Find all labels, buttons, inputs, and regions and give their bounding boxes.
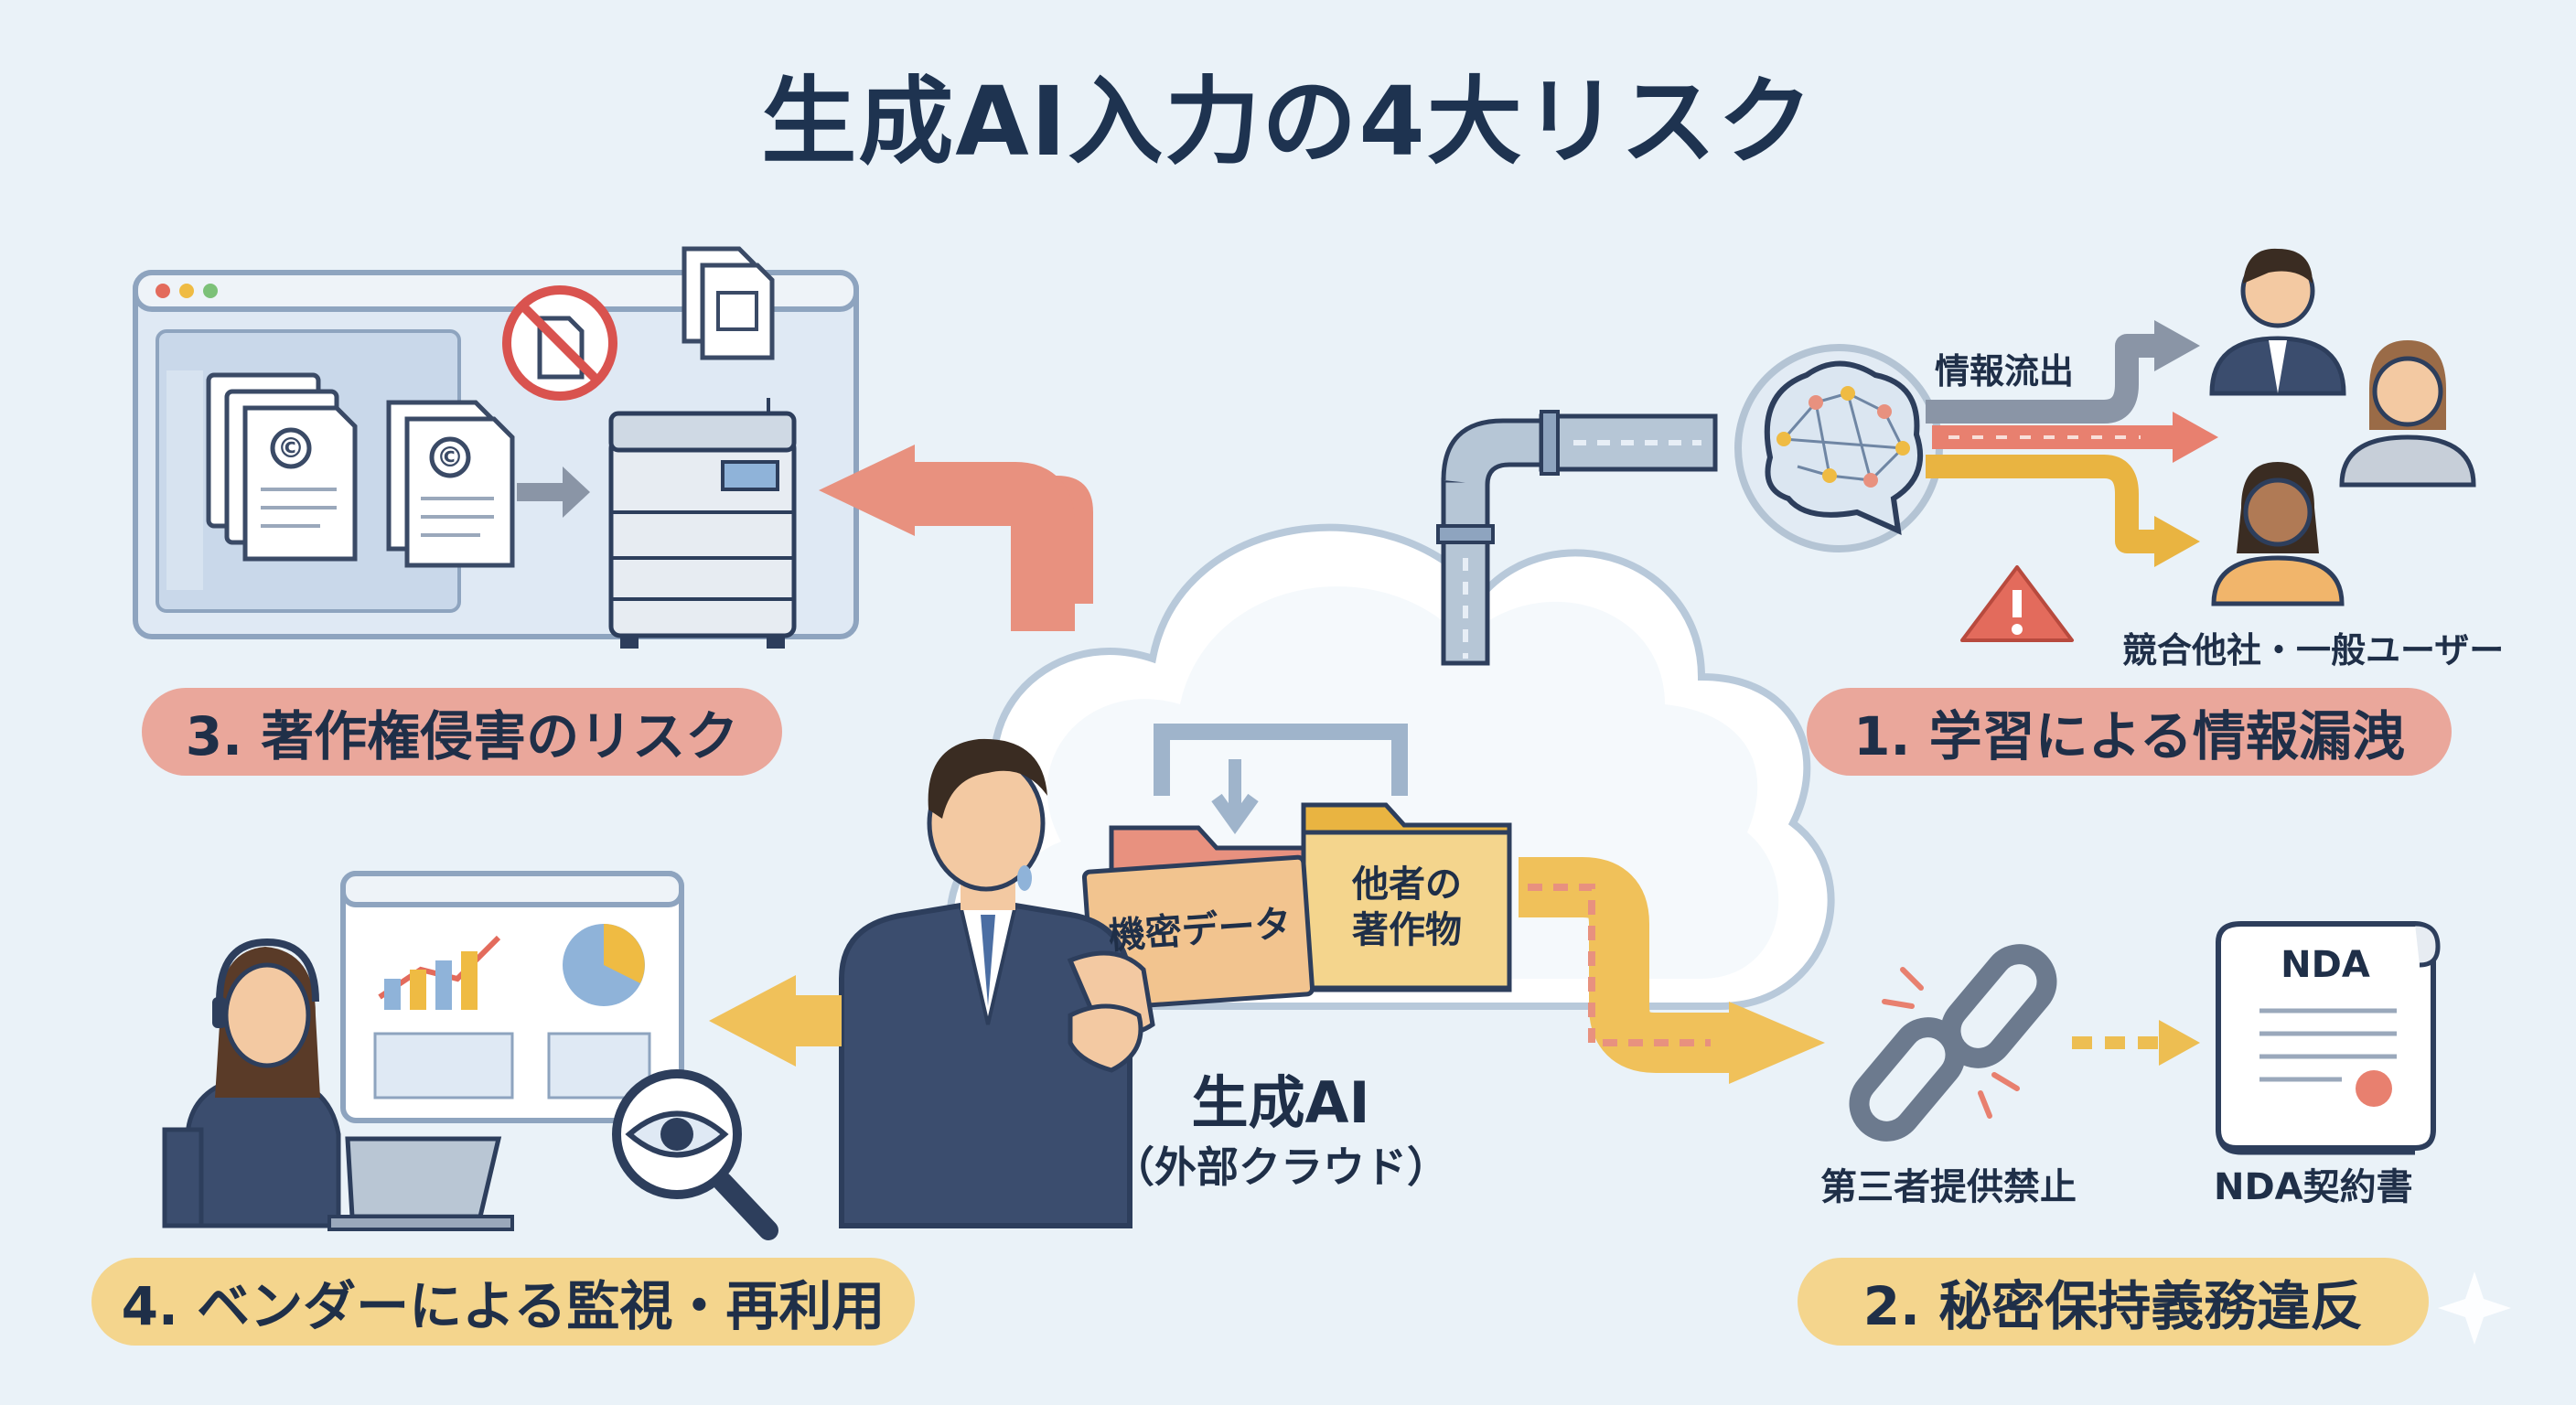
document-stack-icon [682, 246, 775, 360]
folder-copyright-label-line1: 他者の [1351, 863, 1462, 906]
nda-document-heading: NDA [2281, 944, 2370, 986]
ai-center-subtitle: （外部クラウド） [1112, 1142, 1449, 1192]
no-copy-icon [502, 285, 617, 401]
page-title: 生成AI入力の4大リスク [761, 66, 1815, 177]
outflow-arrow-yellow-head [2154, 516, 2200, 567]
nda-doc-label: NDA契約書 [2214, 1166, 2413, 1208]
magnifier-eye-icon [612, 1069, 778, 1240]
flow-label: 情報流出 [1935, 351, 2075, 391]
sparkle-icon [2438, 1271, 2511, 1345]
brain-network-icon [1734, 344, 1943, 552]
outflow-arrow-gray [1926, 334, 2159, 424]
businessman-icon [839, 738, 1155, 1228]
risk4-arrow [709, 975, 837, 1067]
risk4-label: 4. ベンダーによる監視・再利用 [91, 1258, 915, 1346]
outflow-arrow-red-head [2173, 412, 2218, 463]
outflow-arrow-gray-head [2154, 320, 2200, 371]
chain-label: 第三者提供禁止 [1820, 1166, 2077, 1208]
copyright-symbol: © [436, 442, 464, 474]
broken-chain-icon [1849, 944, 2057, 1142]
nda-document-icon [2216, 921, 2441, 1155]
folder-copyright-label-line2: 著作物 [1352, 909, 1462, 951]
dashboard-screen-icon [340, 871, 684, 1123]
risk3-label: 3. 著作権侵害のリスク [142, 688, 782, 776]
copyright-document-icon [206, 372, 358, 562]
risk4-arrow-shaft [787, 995, 842, 1046]
person-woman-icon [2339, 340, 2476, 488]
ai-center-title: 生成AI [1191, 1069, 1370, 1136]
risk3-arrow-shaft [915, 462, 1075, 631]
dashed-arrow-head [2159, 1020, 2200, 1066]
pipe-icon [1436, 410, 1718, 666]
outflow-arrow-yellow [1926, 455, 2159, 553]
operator-woman-icon [162, 938, 514, 1231]
risk2-arrow-inner [1528, 884, 1711, 1046]
risk2-arrow-head [1729, 1002, 1825, 1084]
copy-arrow-icon [517, 467, 590, 518]
copyright-document-icon [386, 400, 515, 568]
copyright-symbol: © [277, 433, 305, 465]
person-man-icon [2209, 248, 2346, 396]
down-arrow-icon [1211, 759, 1259, 835]
person-woman-icon [2211, 462, 2345, 606]
refresh-arrow-icon [1154, 724, 1408, 796]
warning-icon [1960, 565, 2074, 642]
risk2-label: 2. 秘密保持義務違反 [1798, 1258, 2429, 1346]
risk1-label: 1. 学習による情報漏洩 [1807, 688, 2452, 776]
targets-label: 競合他社・一般ユーザー [2122, 630, 2505, 670]
folder-copyright-icon [1301, 802, 1512, 992]
copier-machine-icon [608, 398, 797, 649]
